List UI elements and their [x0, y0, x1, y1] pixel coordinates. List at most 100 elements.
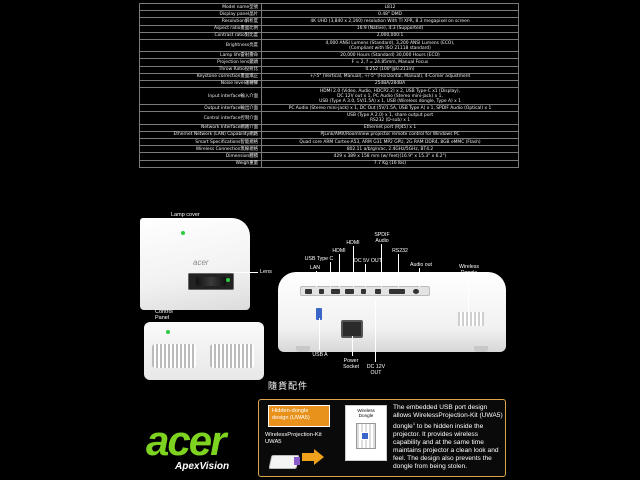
dc-12v-leader	[375, 300, 376, 362]
spec-label: Output interface輸出介面	[139, 104, 262, 113]
spec-value: USB (Type A 2.0) x 1, share output port …	[261, 111, 519, 125]
lan-port	[305, 289, 312, 294]
dc-12v-out-label: DC 12V OUT	[366, 364, 386, 376]
spec-label: Projection lens鏡頭	[139, 58, 262, 67]
control-panel-label: Control Panel	[155, 309, 173, 321]
spec-label: Lamp life雷射壽命	[139, 51, 262, 60]
lamp-cover-label: Lamp cover	[171, 212, 200, 218]
hdmi-2-port	[345, 289, 354, 294]
dongle-slot-illustration	[356, 423, 376, 449]
lens-window	[188, 273, 234, 290]
spec-value: F = 2, f = 24.85mm, Manual Focus	[261, 58, 519, 67]
dc-5v-out-label: DC 5V OUT	[354, 258, 382, 264]
hdmi-label-1: HDMI	[332, 248, 346, 254]
hdmi-1-port	[331, 289, 340, 294]
dongle-chip	[361, 432, 369, 440]
lens-glass	[196, 277, 226, 286]
dongle-description: The embedded USB port design allows Wire…	[393, 404, 505, 471]
dongle-slot	[458, 312, 484, 326]
lamp-cover-marker	[181, 231, 185, 235]
spec-value: 429 x 389 x 158 mm (w/ feet)(16.9" x 15.…	[261, 152, 519, 161]
spdif-audio-label: SPDIF Audio	[374, 232, 390, 244]
spec-label: Keystone correction畫面矯正	[139, 72, 262, 81]
spec-label: Input interface輸入介面	[139, 87, 262, 106]
spec-value: 16:9 (Native), 4:3 (Supported)	[261, 24, 519, 33]
dongle-card-label: Wireless Dongle	[357, 408, 375, 419]
wireless-kit-label: WirelessProjection-Kit UWA5	[265, 432, 322, 445]
spec-value: PC Audio (Stereo mini-jack) x 1, DC Out …	[261, 104, 519, 113]
usb-a-leader	[319, 318, 320, 350]
spec-label: Ethernet Network (LAN) Capability網路	[139, 130, 262, 140]
spec-value: 2,000,000:1	[261, 31, 519, 40]
spec-value: 802.11 a/b/g/n/ac, 2.4GHz/5GHz, BT4.2	[261, 145, 519, 154]
spec-label: Model name型號	[139, 2, 262, 12]
hdmi-label-2: HDMI	[346, 240, 360, 246]
projector-rear-panel-image	[278, 272, 506, 352]
audio-out-port	[413, 289, 419, 294]
rear-foot-left	[296, 346, 310, 352]
lan-label: LAN	[309, 265, 321, 271]
spec-label: Control interface控制介面	[139, 111, 262, 125]
spec-value: 0.252 (100"@0.211m)	[261, 65, 519, 74]
audio-out-label: Audio out	[410, 262, 432, 268]
projector-top-view-image: acer	[140, 218, 250, 310]
accessories-title: 隨貨配件	[268, 382, 309, 392]
rs232-leader	[398, 254, 399, 287]
spec-label: Weigh重量	[139, 159, 262, 168]
apexvision-label: ApexVision	[175, 461, 230, 472]
spec-label: Noise level運轉聲	[139, 79, 262, 89]
spdif-port	[375, 289, 381, 294]
spec-value: 4K UHD (3,840 x 2,160) resolution With T…	[261, 17, 519, 26]
spec-value: PJLink/AMX/RoomView projector remote con…	[261, 130, 519, 140]
spdif-leader	[381, 244, 382, 287]
projector-top-logo: acer	[193, 258, 209, 267]
description-footnote: 1	[412, 421, 416, 426]
wireless-dongle-leader	[468, 277, 469, 313]
usb-a-port	[316, 308, 322, 320]
spec-label: Dimension體積	[139, 152, 262, 161]
rs232-port	[389, 289, 405, 294]
spec-row: Keystone correction畫面矯正+/-5° (Vertical, …	[139, 72, 519, 81]
spec-label: Display panel晶片	[139, 10, 262, 19]
spec-label: Aspect ratio畫面比例	[139, 24, 262, 33]
port-strip	[300, 286, 430, 296]
acer-logo: acer	[146, 417, 226, 464]
usb-c-leader	[330, 262, 331, 287]
hdmi-2-leader	[353, 246, 354, 287]
spec-value: +/-5° (Vertical, Manual), +/-5° (Horizon…	[261, 72, 519, 81]
rs232-label: RS232	[392, 248, 408, 254]
spec-value: 20,000 Hours (Standard) 30,000 Hours (EC…	[261, 51, 519, 60]
power-socket-label: Power Socket	[343, 358, 359, 370]
spec-value: 0.48" DMD	[261, 10, 519, 19]
spec-label: Wireless Connection無線規格	[139, 145, 262, 154]
lens-marker	[226, 278, 230, 282]
usb-c-port	[319, 289, 324, 294]
control-panel-marker	[166, 330, 170, 334]
dongle-usb-tip	[294, 457, 300, 465]
lens-label: Lens	[260, 269, 272, 275]
dongle-slot-card: Wireless Dongle	[345, 405, 387, 461]
spec-label: Smart Specifications智能規格	[139, 137, 262, 147]
description-part-1: The embedded USB port design allows Wire…	[393, 404, 503, 431]
arrow-right-icon-body	[302, 453, 314, 461]
spec-value: 4,000 ANSI Lumens (Standard), 3,200 ANSI…	[261, 38, 519, 53]
spec-value: 25dBA/28dBA	[261, 79, 519, 89]
spec-value: Quad core ARM Cortex-A53, ARM G31 MP2 GP…	[261, 137, 519, 147]
spec-label: Brightness亮度	[139, 38, 262, 53]
